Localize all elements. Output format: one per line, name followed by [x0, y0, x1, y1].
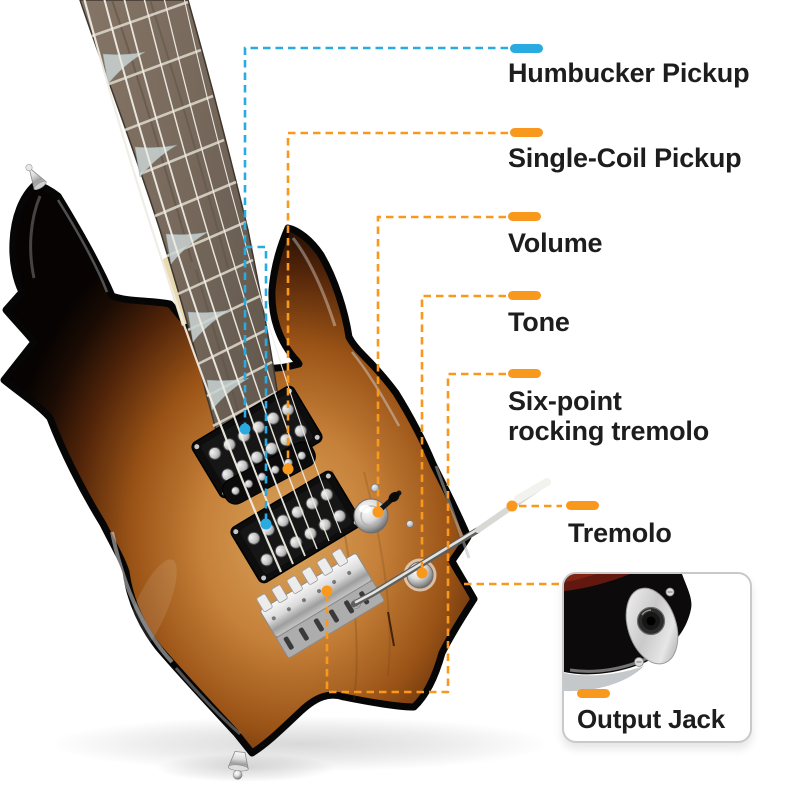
- callout-dot-volume: [372, 506, 384, 518]
- neck-humbucker-pickup: [191, 385, 323, 499]
- output-jack-label: Output Jack: [577, 704, 726, 734]
- callout-dot-humbucker-1: [239, 423, 251, 435]
- single-coil-label: Single-Coil Pickup: [508, 143, 742, 173]
- output-jack-marker: [577, 689, 610, 698]
- horn-strap-button: [25, 164, 47, 191]
- callout-line-humbucker: [243, 46, 508, 428]
- volume-marker: [508, 212, 541, 221]
- callout-dot-six-point: [321, 585, 333, 597]
- six-point-label: Six-point rocking tremolo: [508, 386, 709, 446]
- bottom-strap-button: [227, 751, 249, 780]
- humbucker-marker: [510, 44, 543, 53]
- callout-line-humbucker-branch: [245, 245, 268, 523]
- volume-label: Volume: [508, 228, 603, 258]
- inset-jack-plate: [625, 587, 679, 667]
- six-point-marker: [508, 369, 541, 378]
- callout-dot-single-coil: [282, 463, 294, 475]
- output-jack-inset: Output Jack: [562, 572, 752, 743]
- callout-dot-tone: [416, 567, 428, 579]
- single-coil-marker: [510, 128, 543, 137]
- tremolo-label: Tremolo: [568, 518, 672, 548]
- tone-marker: [508, 291, 541, 300]
- inset-sunburst-sheen-2: [564, 574, 596, 582]
- output-jack-photo: [564, 574, 692, 692]
- tone-label: Tone: [508, 307, 570, 337]
- six-point-label-line2: rocking tremolo: [508, 416, 710, 446]
- callout-line-volume: [376, 215, 506, 510]
- callout-line-tone: [420, 294, 506, 572]
- tremolo-bridge: [256, 548, 385, 659]
- callout-line-six-point: [325, 372, 506, 694]
- inset-body-reflection: [564, 666, 644, 692]
- tremolo-marker: [566, 501, 599, 510]
- six-point-label-line1: Six-point: [508, 386, 622, 416]
- callout-dot-humbucker-2: [260, 518, 272, 530]
- callout-dots: [239, 423, 518, 597]
- callout-line-single-coil: [286, 131, 508, 468]
- humbucker-label: Humbucker Pickup: [508, 58, 750, 88]
- strings: [83, 0, 342, 573]
- callout-dot-tremolo: [506, 500, 518, 512]
